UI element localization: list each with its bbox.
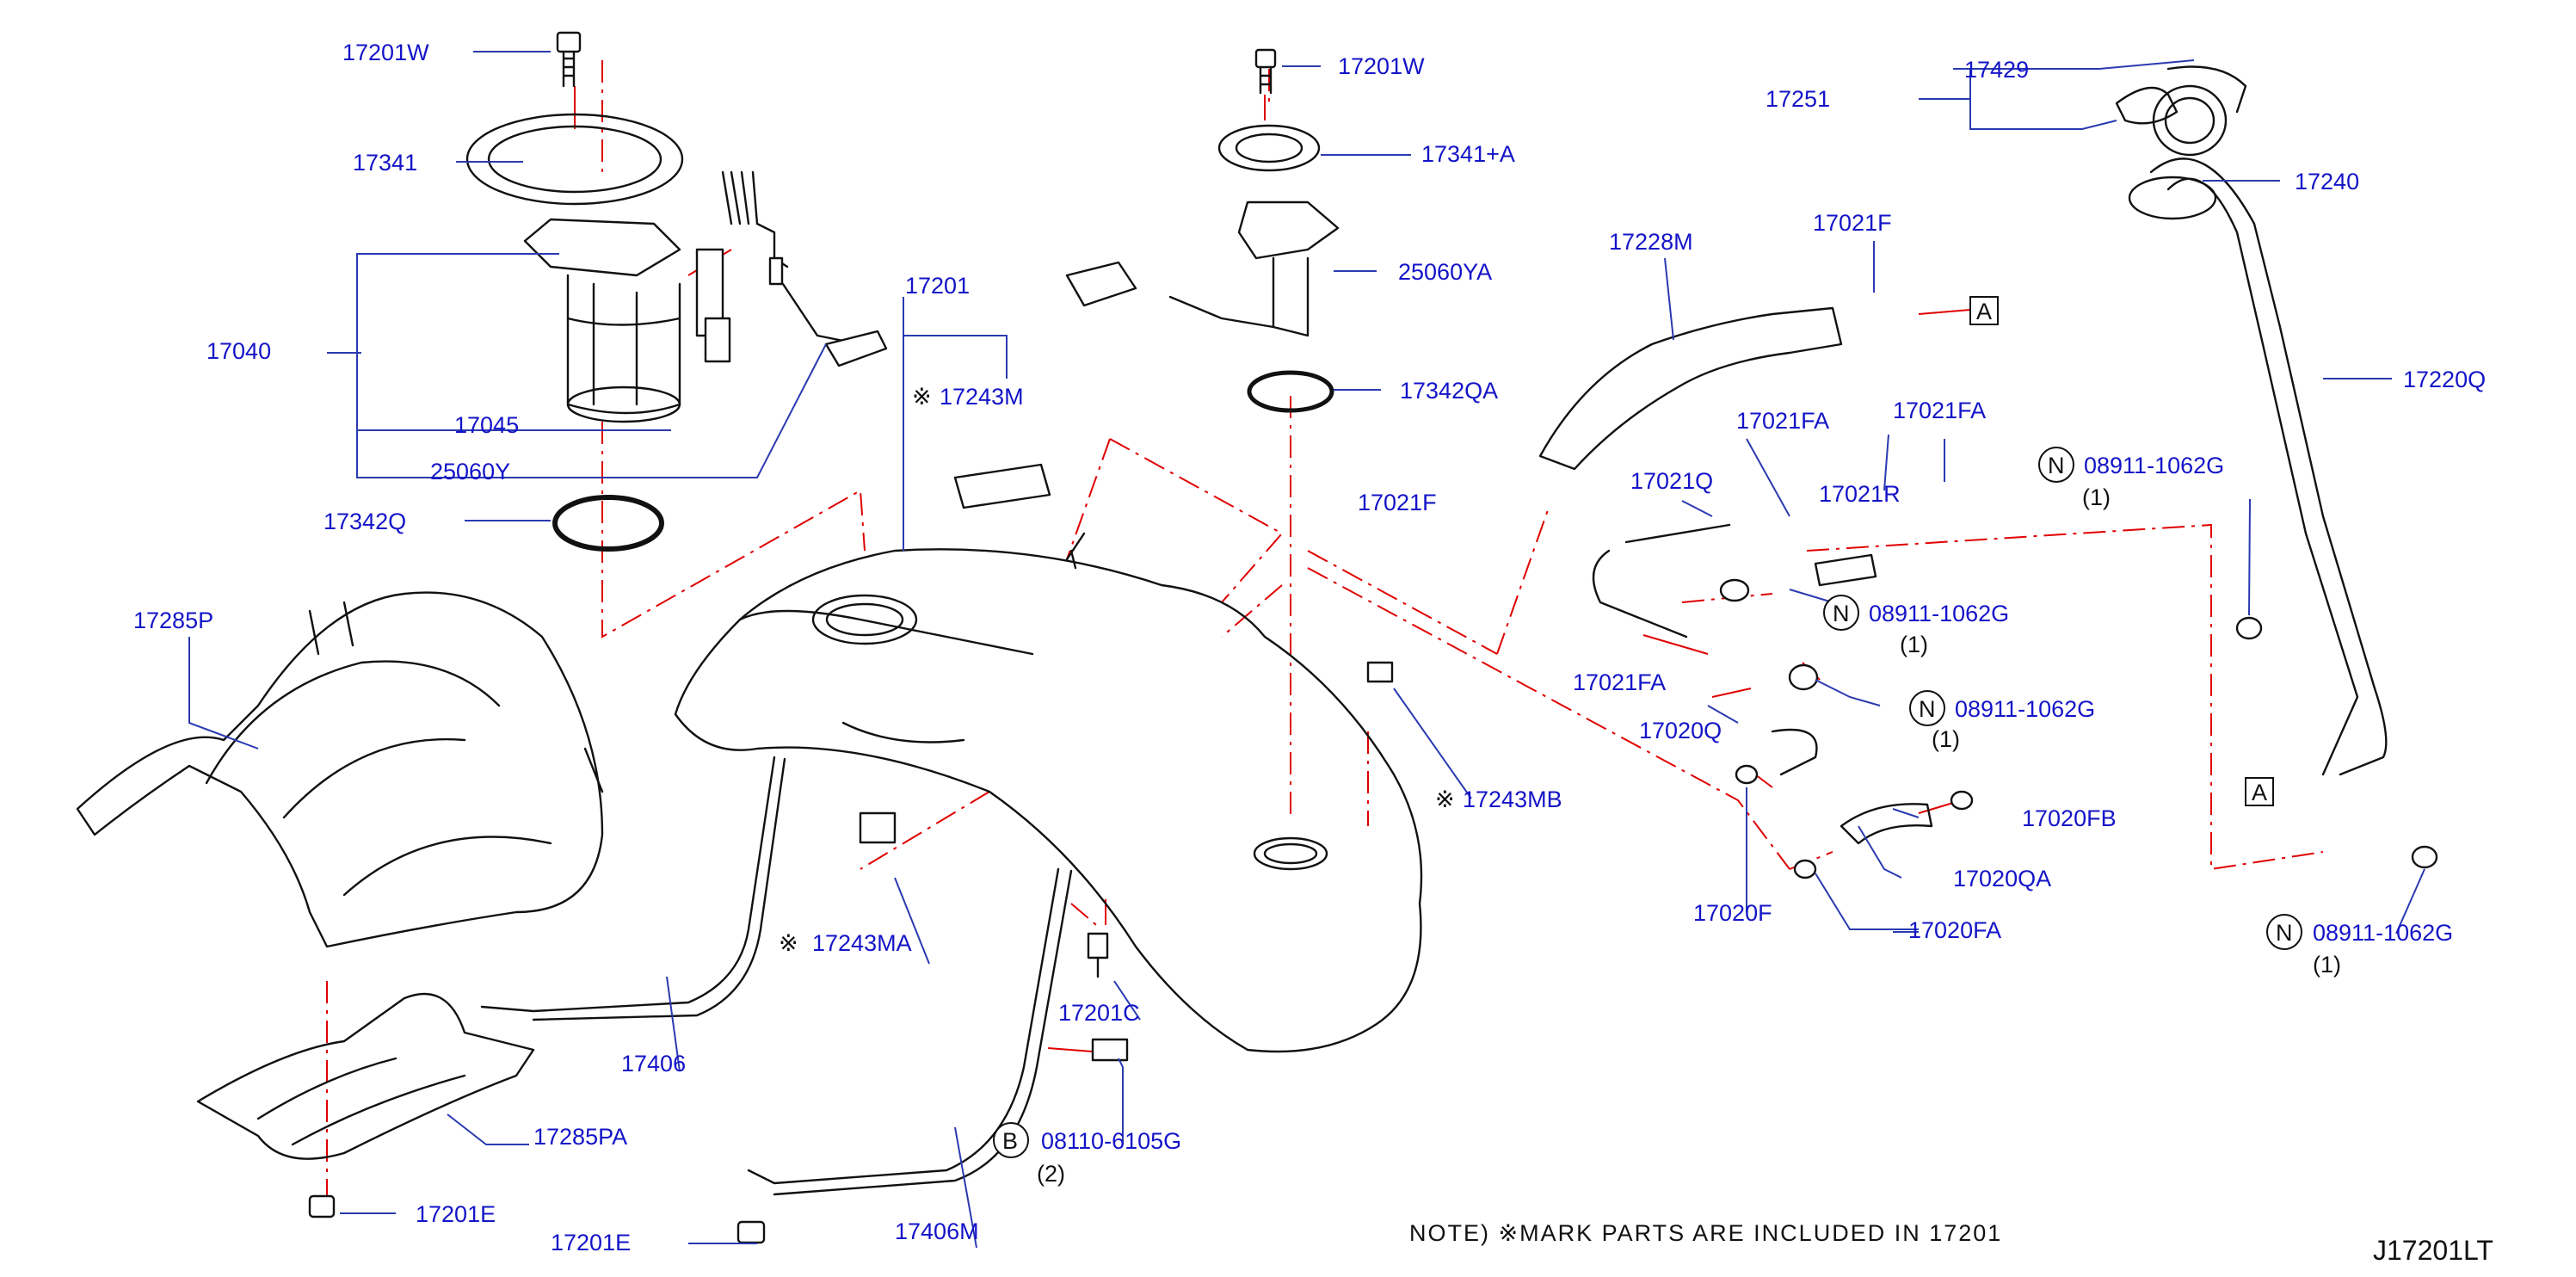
circle-n-1: N <box>2038 447 2074 483</box>
label-08911-1062g-3: 08911-1062G <box>1955 696 2095 722</box>
label-17201c: 17201C <box>1058 1000 1140 1026</box>
label-17020q: 17020Q <box>1639 718 1722 743</box>
label-17020fa: 17020FA <box>1908 917 2001 943</box>
heat-shield-lower <box>196 992 535 1160</box>
svg-text:N: N <box>2048 453 2065 478</box>
label-17020f: 17020F <box>1693 900 1772 926</box>
label-17429: 17429 <box>1964 57 2029 83</box>
svg-text:A: A <box>1976 299 1992 324</box>
label-25060ya: 25060YA <box>1398 259 1492 285</box>
diagram-code: J17201LT <box>2373 1235 2493 1266</box>
label-17341: 17341 <box>353 150 417 176</box>
label-17201e-2: 17201E <box>551 1230 631 1255</box>
qty-08911-4: (1) <box>2313 952 2341 978</box>
fuel-pump-assembly-left <box>465 31 888 552</box>
label-17201: 17201 <box>905 273 970 299</box>
svg-text:N: N <box>2276 920 2293 946</box>
label-17045: 17045 <box>454 412 519 438</box>
qty-08911-2: (1) <box>1900 632 1928 657</box>
fuel-pump-assembly-center <box>1065 48 1340 413</box>
reference-markers: A A N N N N B <box>993 296 2302 1158</box>
label-25060y: 25060Y <box>430 459 510 484</box>
label-17020qa: 17020QA <box>1953 866 2051 891</box>
label-17341a: 17341+A <box>1421 141 1515 167</box>
label-17201w-left: 17201W <box>342 40 429 65</box>
kome-17243ma: ※ <box>779 930 798 956</box>
label-08911-1062g-4: 08911-1062G <box>2313 920 2453 946</box>
label-08110-6105g: 08110-6105G <box>1041 1128 1181 1154</box>
label-08911-1062g-2: 08911-1062G <box>1869 601 2009 626</box>
label-17021f-top: 17021F <box>1813 210 1892 236</box>
circle-n-4: N <box>2266 914 2302 950</box>
label-17040: 17040 <box>206 338 271 364</box>
label-17406m: 17406M <box>895 1218 979 1244</box>
label-17021fa-3: 17021FA <box>1573 669 1666 695</box>
reference-lines <box>326 60 2324 1205</box>
label-17021fa-1: 17021FA <box>1736 408 1829 434</box>
leader-lines <box>188 51 2425 1249</box>
label-17285pa: 17285PA <box>533 1124 627 1150</box>
label-17020fb: 17020FB <box>2022 805 2117 831</box>
filler-hoses-and-pipes <box>1538 65 2438 879</box>
circle-n-3: N <box>1909 690 1945 726</box>
label-17021f-mid: 17021F <box>1358 490 1437 515</box>
label-17342qa: 17342QA <box>1400 378 1498 404</box>
svg-text:A: A <box>2252 780 2267 805</box>
footnote: NOTE) ※MARK PARTS ARE INCLUDED IN 17201 <box>1409 1220 2002 1246</box>
box-a-lower: A <box>2245 777 2274 806</box>
qty-08911-1: (1) <box>2082 484 2111 510</box>
fuel-tank <box>674 463 1423 1053</box>
label-17201e-1: 17201E <box>416 1201 496 1227</box>
tank-straps <box>308 756 1129 1244</box>
box-a-upper: A <box>1969 296 1999 325</box>
label-17251: 17251 <box>1766 86 1830 112</box>
circle-b: B <box>993 1122 1029 1158</box>
qty-08110: (2) <box>1037 1161 1065 1187</box>
label-17240: 17240 <box>2295 169 2359 194</box>
svg-text:N: N <box>1919 696 1936 722</box>
label-17021fa-2: 17021FA <box>1893 398 1986 423</box>
label-17285p: 17285P <box>133 608 213 633</box>
label-08911-1062g-1: 08911-1062G <box>2084 453 2224 478</box>
label-17201w-center: 17201W <box>1338 53 1425 79</box>
label-17243mb: 17243MB <box>1463 787 1562 812</box>
svg-text:N: N <box>1833 601 1850 626</box>
label-17406: 17406 <box>621 1051 686 1077</box>
label-17228m: 17228M <box>1609 229 1693 255</box>
kome-17243m: ※ <box>912 384 932 410</box>
part-labels: 17201W 17341 17040 17045 25060Y 17342Q 1… <box>133 40 2486 1255</box>
label-17220q: 17220Q <box>2403 367 2486 392</box>
label-17243ma: 17243MA <box>812 930 912 956</box>
label-17021r: 17021R <box>1819 481 1901 507</box>
circle-n-2: N <box>1823 595 1859 631</box>
svg-text:B: B <box>1002 1128 1018 1154</box>
label-17342q: 17342Q <box>324 509 406 534</box>
heat-shield-upper <box>76 591 604 948</box>
qty-08911-3: (1) <box>1932 726 1960 752</box>
label-17021q: 17021Q <box>1630 468 1713 494</box>
kome-17243mb: ※ <box>1435 787 1455 812</box>
label-17243m: 17243M <box>940 384 1024 410</box>
